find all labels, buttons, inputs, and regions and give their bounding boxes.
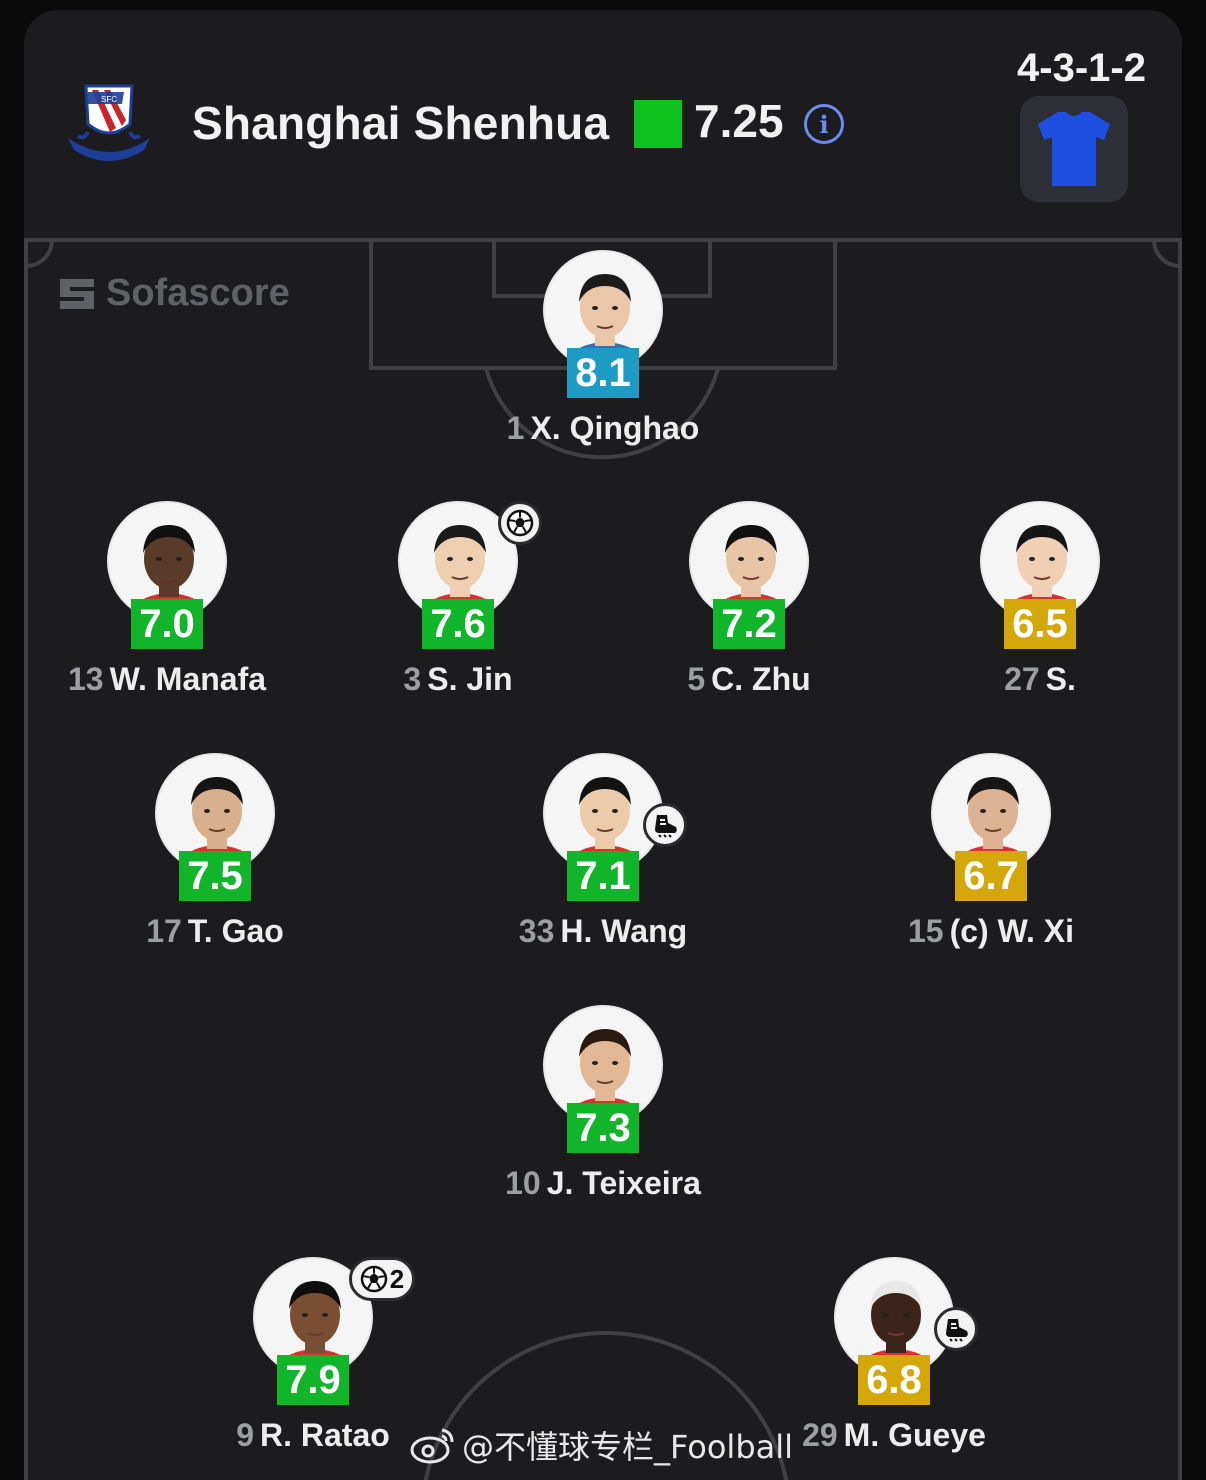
player-rating: 6.7 <box>955 851 1027 901</box>
player-rating: 7.1 <box>567 851 639 901</box>
pitch-lines <box>24 238 1182 1480</box>
player-number: 13 <box>67 661 104 697</box>
player-name: M. Gueye <box>843 1417 986 1453</box>
player-rating: 7.5 <box>179 851 251 901</box>
footer-watermark-text: @不懂球专栏_Foolball <box>462 1428 794 1466</box>
player-number: 3 <box>403 661 422 697</box>
player-name: S. <box>1045 661 1076 697</box>
average-rating: 7.25 <box>694 95 784 147</box>
team-shirt-button[interactable] <box>1020 96 1128 202</box>
player-number: 5 <box>687 661 706 697</box>
sofascore-watermark: Sofascore <box>58 272 290 315</box>
player-name: T. Gao <box>187 913 284 949</box>
player-name: (c) W. Xi <box>949 913 1075 949</box>
player-number: 17 <box>146 913 182 949</box>
player-rating: 8.1 <box>567 348 639 398</box>
goal-icon <box>498 501 542 545</box>
watermark-text: Sofascore <box>106 272 290 314</box>
weibo-icon <box>410 1428 454 1464</box>
player-name: H. Wang <box>560 913 688 949</box>
player-rating: 7.3 <box>567 1103 639 1153</box>
player-number: 1 <box>506 410 525 446</box>
player-name: X. Qinghao <box>530 410 700 446</box>
player-rating: 7.9 <box>277 1355 349 1405</box>
average-rating-color-box <box>634 100 682 148</box>
info-icon[interactable]: i <box>804 104 844 144</box>
footer-watermark: @不懂球专栏_Foolball <box>410 1422 793 1468</box>
shirt-icon <box>1038 112 1110 186</box>
player-name: J. Teixeira <box>546 1165 701 1201</box>
sofascore-logo-icon <box>60 278 94 309</box>
pitch: Sofascore <box>24 238 1182 1480</box>
player-rating: 7.6 <box>422 599 494 649</box>
player-label: 15(c) W. Xi <box>821 913 1161 950</box>
goal-icon: 2 <box>349 1257 415 1301</box>
team-header: SFC Shanghai Shenhua 7.25 i 4-3-1-2 <box>24 10 1182 238</box>
player-rating: 7.2 <box>713 599 785 649</box>
player-number: 29 <box>802 1417 838 1453</box>
player-rating: 6.5 <box>1004 599 1076 649</box>
player-rating: 7.0 <box>131 599 203 649</box>
player-avatar[interactable] <box>931 753 1051 873</box>
player-7[interactable]: 6.7 15(c) W. Xi <box>861 753 1121 963</box>
player-number: 15 <box>907 913 944 949</box>
formation: 4-3-1-2 <box>1017 46 1146 90</box>
player-name: S. Jin <box>427 661 513 697</box>
player-number: 27 <box>1004 661 1040 697</box>
goal-count: 2 <box>389 1263 405 1294</box>
player-name: W. Manafa <box>109 661 267 697</box>
assist-boot-icon <box>643 803 687 847</box>
team-name: Shanghai Shenhua <box>192 97 610 149</box>
crest-text: SFC <box>101 95 117 104</box>
assist-boot-icon <box>934 1307 978 1351</box>
player-name: R. Ratao <box>260 1417 390 1453</box>
player-number: 9 <box>236 1417 254 1453</box>
player-number: 33 <box>518 913 555 949</box>
player-number: 10 <box>505 1165 541 1201</box>
player-rating: 6.8 <box>858 1355 930 1405</box>
player-name: C. Zhu <box>711 661 811 697</box>
team-crest-icon: SFC <box>68 84 150 161</box>
